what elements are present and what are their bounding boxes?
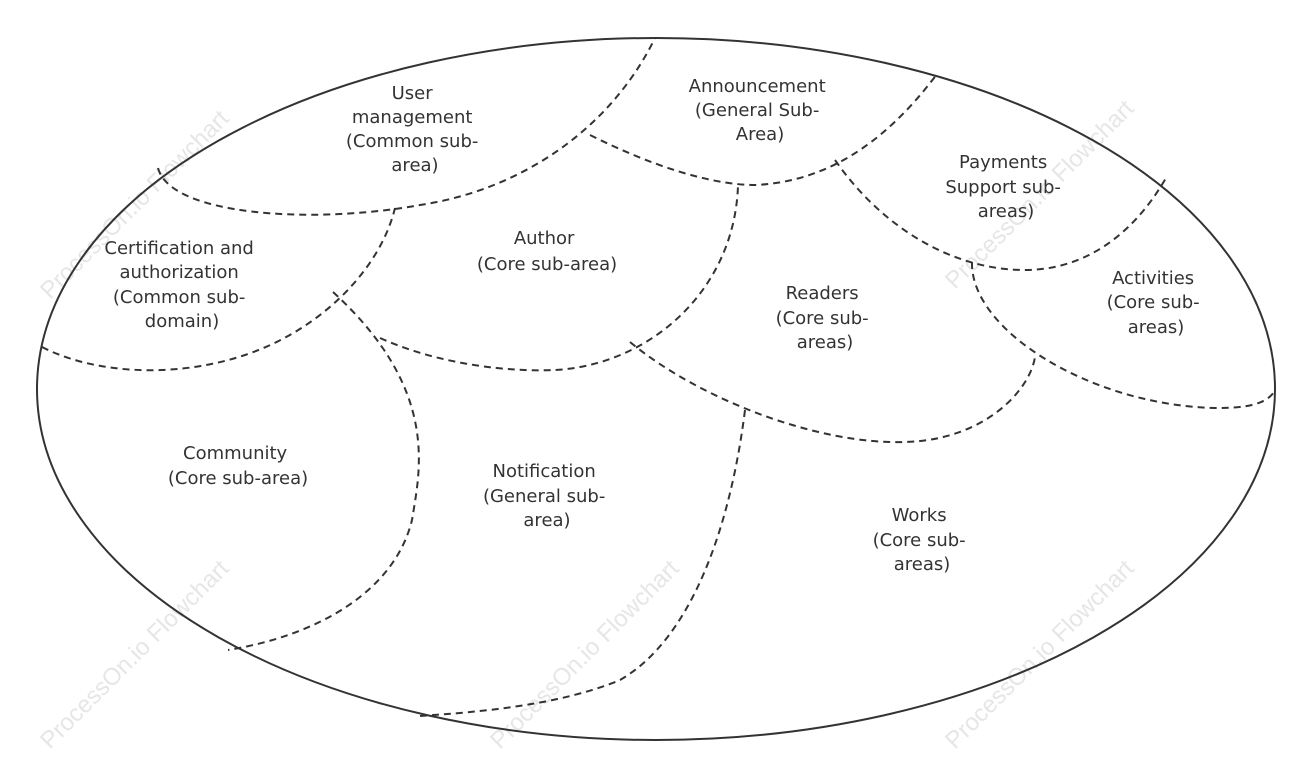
region-label-activities: Activities (Core sub- areas) (1107, 268, 1206, 338)
boundary-certification-bottom (41, 207, 396, 372)
watermark-text: ProcessOn.io Flowchart (485, 555, 684, 754)
boundary-notification-right (419, 409, 746, 717)
boundary-readers-bottom (629, 341, 1036, 444)
region-label-works: Works (Core sub- areas) (873, 505, 972, 575)
boundary-activities-left (970, 261, 1275, 410)
region-label-user-management: User management (Common sub- area) (346, 83, 484, 176)
region-label-payments: Payments Support sub- areas) (945, 152, 1066, 222)
region-label-certification: Certification and authorization (Common … (104, 238, 259, 332)
region-label-community: Community (Core sub-area) (168, 443, 308, 489)
sub-area-boundaries (41, 37, 1275, 717)
region-labels: User management (Common sub- area) Annou… (104, 76, 1206, 575)
region-label-notification: Notification (General sub- area) (483, 461, 611, 531)
region-label-announcement: Announcement (General Sub- Area) (689, 76, 832, 145)
region-label-readers: Readers (Core sub- areas) (776, 283, 875, 353)
region-label-author: Author (Core sub-area) (477, 228, 617, 275)
boundary-author-bottom (379, 184, 739, 372)
boundary-payments-bottom (834, 159, 1167, 272)
boundary-community-right (227, 291, 420, 651)
domain-outer-boundary (36, 37, 1276, 741)
boundary-announcement-bottom (589, 73, 938, 187)
watermark-text: ProcessOn.io Flowchart (35, 555, 234, 754)
watermark-text: ProcessOn.io Flowchart (940, 555, 1139, 754)
boundary-user-management-bottom (157, 37, 656, 216)
